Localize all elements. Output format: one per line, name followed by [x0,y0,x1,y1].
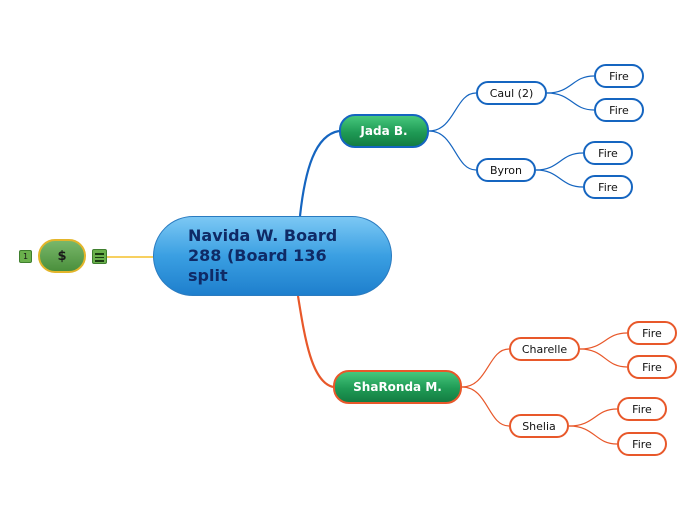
connector-caul-fire-2 [546,92,595,111]
money-topic[interactable]: $ [38,239,86,273]
money-topic-label: $ [57,248,67,264]
leaf-byron-fire-2[interactable]: Fire [583,175,633,199]
leaf-shelia-fire-1[interactable]: Fire [617,397,667,421]
leaf-label: Fire [642,360,662,374]
list-icon[interactable] [92,249,107,264]
subtopic-byron-label: Byron [489,163,523,177]
connector-jada-byron [428,130,477,171]
connector-charelle-fire-1 [579,332,628,350]
leaf-label: Fire [632,437,652,451]
leaf-label: Fire [632,402,652,416]
subtopic-caul[interactable]: Caul (2) [476,81,547,105]
connector-shelia-fire-1 [568,408,618,427]
subtopic-shelia-label: Shelia [522,419,556,433]
central-topic-label: Navida W. Board 288 (Board 136 split [188,226,338,285]
connector-byron-fire-1 [535,152,584,171]
connector-center-sharonda [296,295,334,389]
connector-shelia-fire-2 [568,425,618,445]
connector-caul-fire-1 [546,75,595,94]
subtopic-charelle-label: Charelle [521,342,568,356]
subtopic-byron[interactable]: Byron [476,158,536,182]
subtopic-caul-label: Caul (2) [489,86,534,100]
connector-center-jada [298,129,340,217]
count-badge[interactable]: 1 [19,250,32,263]
leaf-charelle-fire-1[interactable]: Fire [627,321,677,345]
leaf-label: Fire [598,146,618,160]
subtopic-shelia[interactable]: Shelia [509,414,569,438]
leaf-charelle-fire-2[interactable]: Fire [627,355,677,379]
connector-sharonda-charelle [461,348,510,388]
leaf-caul-fire-2[interactable]: Fire [594,98,644,122]
connector-charelle-fire-2 [579,348,628,368]
connector-byron-fire-2 [535,169,584,188]
leaf-label: Fire [609,69,629,83]
connector-jada-caul [428,92,477,132]
leaf-label: Fire [598,180,618,194]
branch-sharonda-label: ShaRonda M. [353,380,442,394]
branch-jada-label: Jada B. [360,124,408,138]
leaf-label: Fire [642,326,662,340]
subtopic-charelle[interactable]: Charelle [509,337,580,361]
leaf-byron-fire-1[interactable]: Fire [583,141,633,165]
branch-sharonda[interactable]: ShaRonda M. [333,370,462,404]
leaf-shelia-fire-2[interactable]: Fire [617,432,667,456]
connector-sharonda-shelia [461,386,510,427]
leaf-label: Fire [609,103,629,117]
leaf-caul-fire-1[interactable]: Fire [594,64,644,88]
central-topic[interactable]: Navida W. Board 288 (Board 136 split [153,216,392,296]
branch-jada[interactable]: Jada B. [339,114,429,148]
